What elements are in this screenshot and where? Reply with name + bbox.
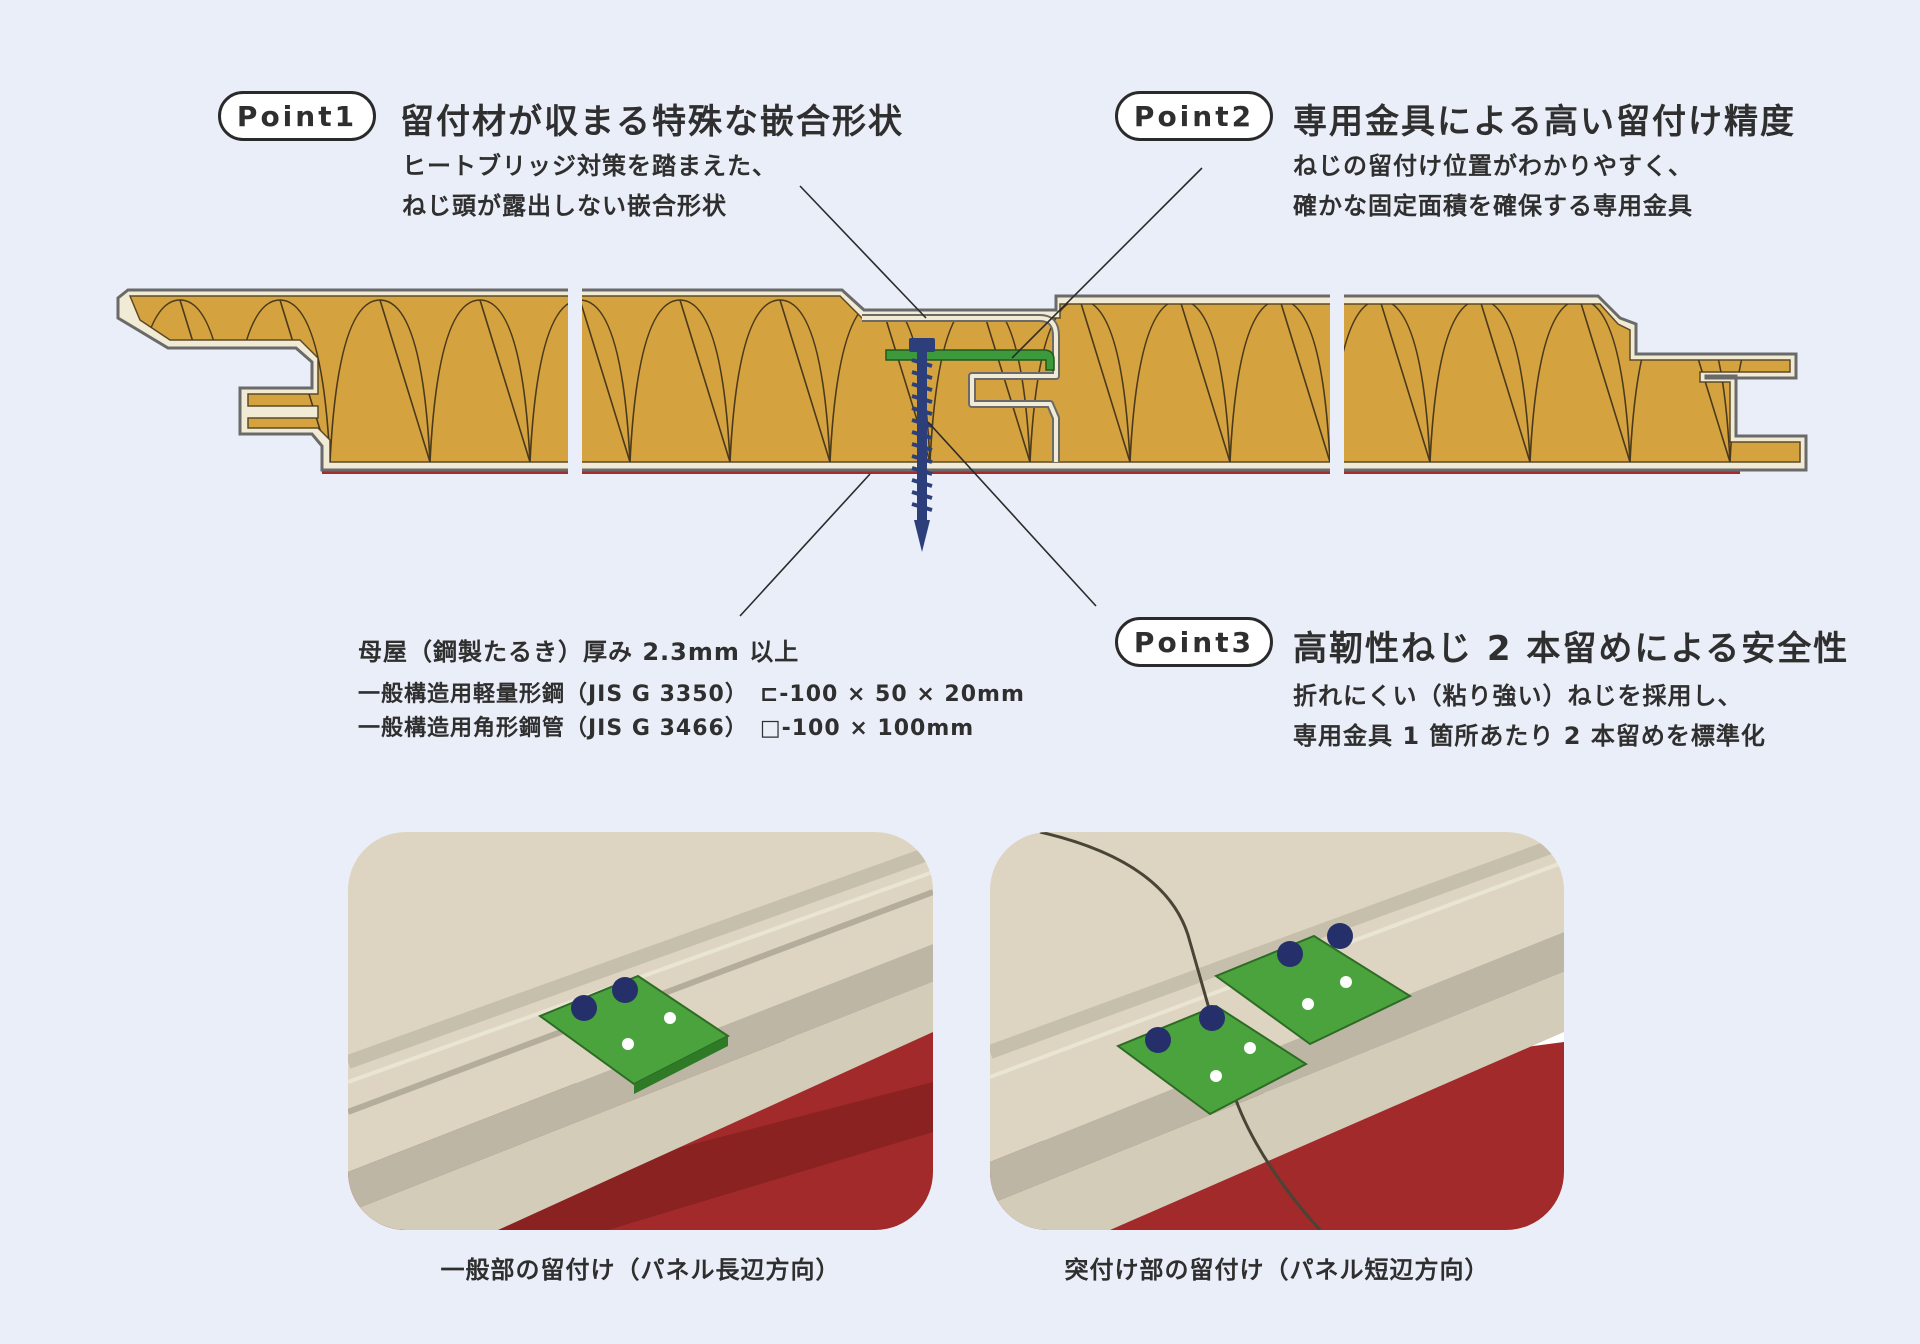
point3-title: 高靭性ねじ 2 本留めによる安全性 xyxy=(1293,629,1850,669)
point3-line2: 専用金具 1 箇所あたり 2 本留めを標準化 xyxy=(1293,722,1766,750)
photo-general-fastening xyxy=(348,832,933,1230)
screw xyxy=(909,338,935,552)
point1-badge: Point1 xyxy=(218,91,376,141)
purlin-spec-2: 一般構造用角形鋼管（JIS G 3466） □-100 × 100mm xyxy=(358,716,975,741)
point2-title: 専用金具による高い留付け精度 xyxy=(1293,102,1796,142)
break-line xyxy=(1330,282,1344,502)
photo-1-caption: 一般部の留付け（パネル長辺方向） xyxy=(440,1256,841,1284)
purlin-spec-1: 一般構造用軽量形鋼（JIS G 3350） ⊏-100 × 50 × 20mm xyxy=(358,682,1025,707)
point3-badge: Point3 xyxy=(1115,617,1273,667)
point2-line2: 確かな固定面積を確保する専用金具 xyxy=(1293,192,1693,220)
break-line xyxy=(568,282,582,502)
point2-line1: ねじの留付け位置がわかりやすく、 xyxy=(1293,152,1693,180)
point3-description: 折れにくい（粘り強い）ねじを採用し、 専用金具 1 箇所あたり 2 本留めを標準… xyxy=(1293,676,1766,756)
photo-butt-joint-fastening xyxy=(990,832,1564,1230)
leader-lines xyxy=(739,167,1203,617)
point1-title: 留付材が収まる特殊な嵌合形状 xyxy=(400,102,904,142)
point1-line2: ねじ頭が露出しない嵌合形状 xyxy=(402,192,727,220)
purlin-title: 母屋（鋼製たるき）厚み 2.3mm 以上 xyxy=(358,638,800,666)
point1-description: ヒートブリッジ対策を踏まえた、 ねじ頭が露出しない嵌合形状 xyxy=(402,146,777,226)
bracket xyxy=(885,349,1055,371)
point1-line1: ヒートブリッジ対策を踏まえた、 xyxy=(402,152,777,180)
point2-description: ねじの留付け位置がわかりやすく、 確かな固定面積を確保する専用金具 xyxy=(1293,146,1693,226)
point3-line1: 折れにくい（粘り強い）ねじを採用し、 xyxy=(1293,682,1743,710)
point2-badge: Point2 xyxy=(1115,91,1273,141)
photo-2-caption: 突付け部の留付け（パネル短辺方向） xyxy=(1064,1256,1490,1284)
